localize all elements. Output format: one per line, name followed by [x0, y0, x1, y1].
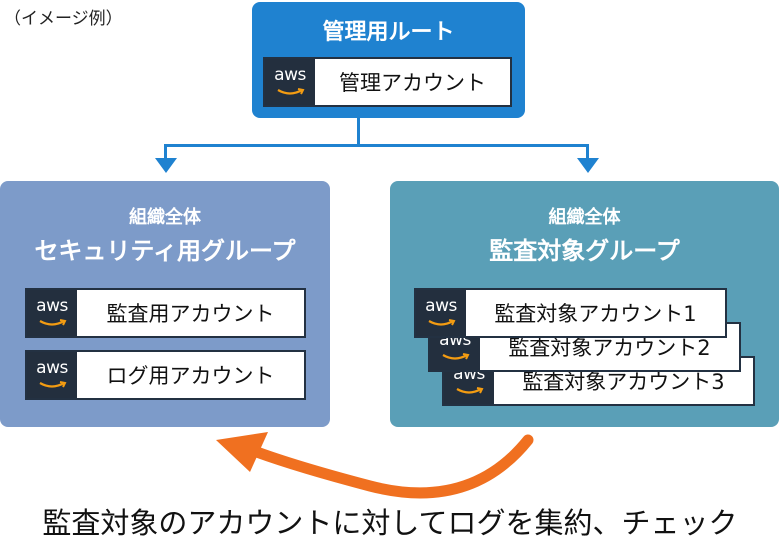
log-account-box: aws ログ用アカウント: [25, 350, 306, 400]
connector-left-down: [164, 144, 167, 162]
connector-right-down: [586, 144, 589, 162]
root-panel: 管理用ルート aws 管理アカウント: [252, 2, 525, 118]
audit-target-account-1-label: 監査対象アカウント1: [494, 302, 697, 326]
aws-logo: aws: [27, 352, 77, 398]
security-group-panel: 組織全体 セキュリティ用グループ aws 監査用アカウント aws ログ用アカウ…: [0, 181, 330, 427]
management-account-box: aws 管理アカウント: [263, 57, 512, 107]
security-group-title: セキュリティ用グループ: [34, 237, 296, 265]
log-account-label: ログ用アカウント: [106, 364, 275, 388]
connector-horizontal: [164, 144, 589, 147]
audit-target-account-3-label: 監査対象アカウント3: [522, 370, 725, 394]
audit-target-group-title: 監査対象グループ: [489, 237, 680, 265]
aws-logo: aws: [27, 290, 77, 336]
management-account-label: 管理アカウント: [339, 71, 486, 95]
bottom-caption: 監査対象のアカウントに対してログを集約、チェック: [42, 506, 738, 540]
audit-target-group-subtitle: 組織全体: [548, 207, 621, 228]
root-title: 管理用ルート: [322, 20, 455, 45]
connector-root-down: [357, 118, 360, 146]
audit-account-box: aws 監査用アカウント: [25, 288, 306, 338]
image-caption: （イメージ例）: [4, 9, 123, 29]
audit-target-group-panel: 組織全体 監査対象グループ aws 監査対象アカウント3 aws 監査対象アカウ…: [390, 181, 779, 427]
audit-target-account-1-box: aws 監査対象アカウント1: [414, 288, 727, 338]
arrow-head-left: [155, 158, 177, 173]
audit-account-label: 監査用アカウント: [106, 302, 275, 326]
security-group-subtitle: 組織全体: [129, 207, 201, 228]
aws-logo: aws: [265, 59, 315, 105]
arrow-head-right: [577, 158, 599, 173]
aws-logo: aws: [416, 290, 466, 336]
audit-target-account-2-label: 監査対象アカウント2: [508, 336, 711, 360]
